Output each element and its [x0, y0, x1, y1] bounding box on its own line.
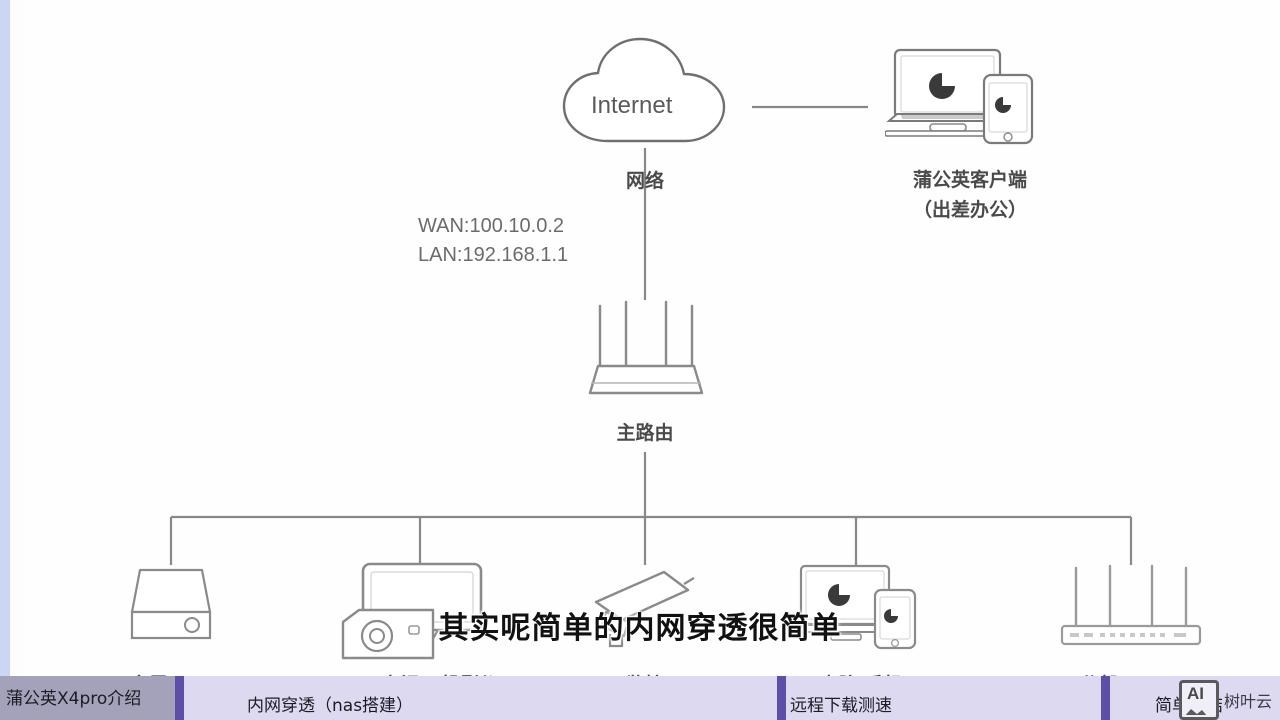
remote-client-icon	[885, 45, 1040, 145]
subtitle-text: 其实呢简单的内网穿透很简单	[438, 611, 842, 646]
computer-phone-icon	[795, 562, 920, 652]
chapter-marker-2[interactable]	[776, 676, 786, 720]
projector-icon	[337, 604, 447, 670]
chapter-label-2[interactable]: 内网穿透（nas搭建）	[247, 696, 414, 716]
main-router-label: 主路由	[616, 422, 674, 444]
ai-image-icon: AI	[1178, 680, 1219, 720]
connector-lines	[169, 105, 1133, 565]
nas-box-icon	[124, 566, 218, 644]
mountain-glyph	[1184, 704, 1208, 715]
remote-client-label-2: （出差办公）	[912, 199, 1027, 221]
watermark-text: 树叶云	[1223, 692, 1272, 711]
progress-played	[0, 676, 180, 720]
cloud-icon	[552, 36, 742, 148]
cloud-text: Internet	[591, 92, 673, 119]
remote-client-label-1: 蒲公英客户端	[912, 169, 1027, 191]
security-camera-icon	[588, 566, 698, 652]
wan-ip-label: WAN:100.10.0.2	[418, 215, 565, 237]
ai-badge-text: AI	[1186, 684, 1204, 703]
chapter-marker-1[interactable]	[175, 676, 185, 720]
watermark: AI 树叶云	[1178, 680, 1272, 720]
chapter-label-1[interactable]: 蒲公英X4pro介绍	[6, 689, 142, 709]
chapter-marker-3[interactable]	[1100, 676, 1110, 720]
lan-ip-label: LAN:192.168.1.1	[418, 244, 569, 266]
left-edge-strip-inner	[10, 0, 24, 690]
cloud-label: 网络	[625, 170, 664, 192]
network-topology-diagram: Internet 网络 WAN:100.10.0.2 LAN:192.168.1…	[124, 36, 1206, 696]
main-router-icon	[582, 298, 710, 403]
chapter-label-3[interactable]: 远程下载测速	[790, 696, 892, 716]
router-flat-icon	[1056, 562, 1206, 654]
chapter-progress-bar[interactable]: 蒲公英X4pro介绍 内网穿透（nas搭建） 远程下载测速 简单总结	[0, 676, 1280, 720]
left-edge-strip	[0, 0, 10, 690]
